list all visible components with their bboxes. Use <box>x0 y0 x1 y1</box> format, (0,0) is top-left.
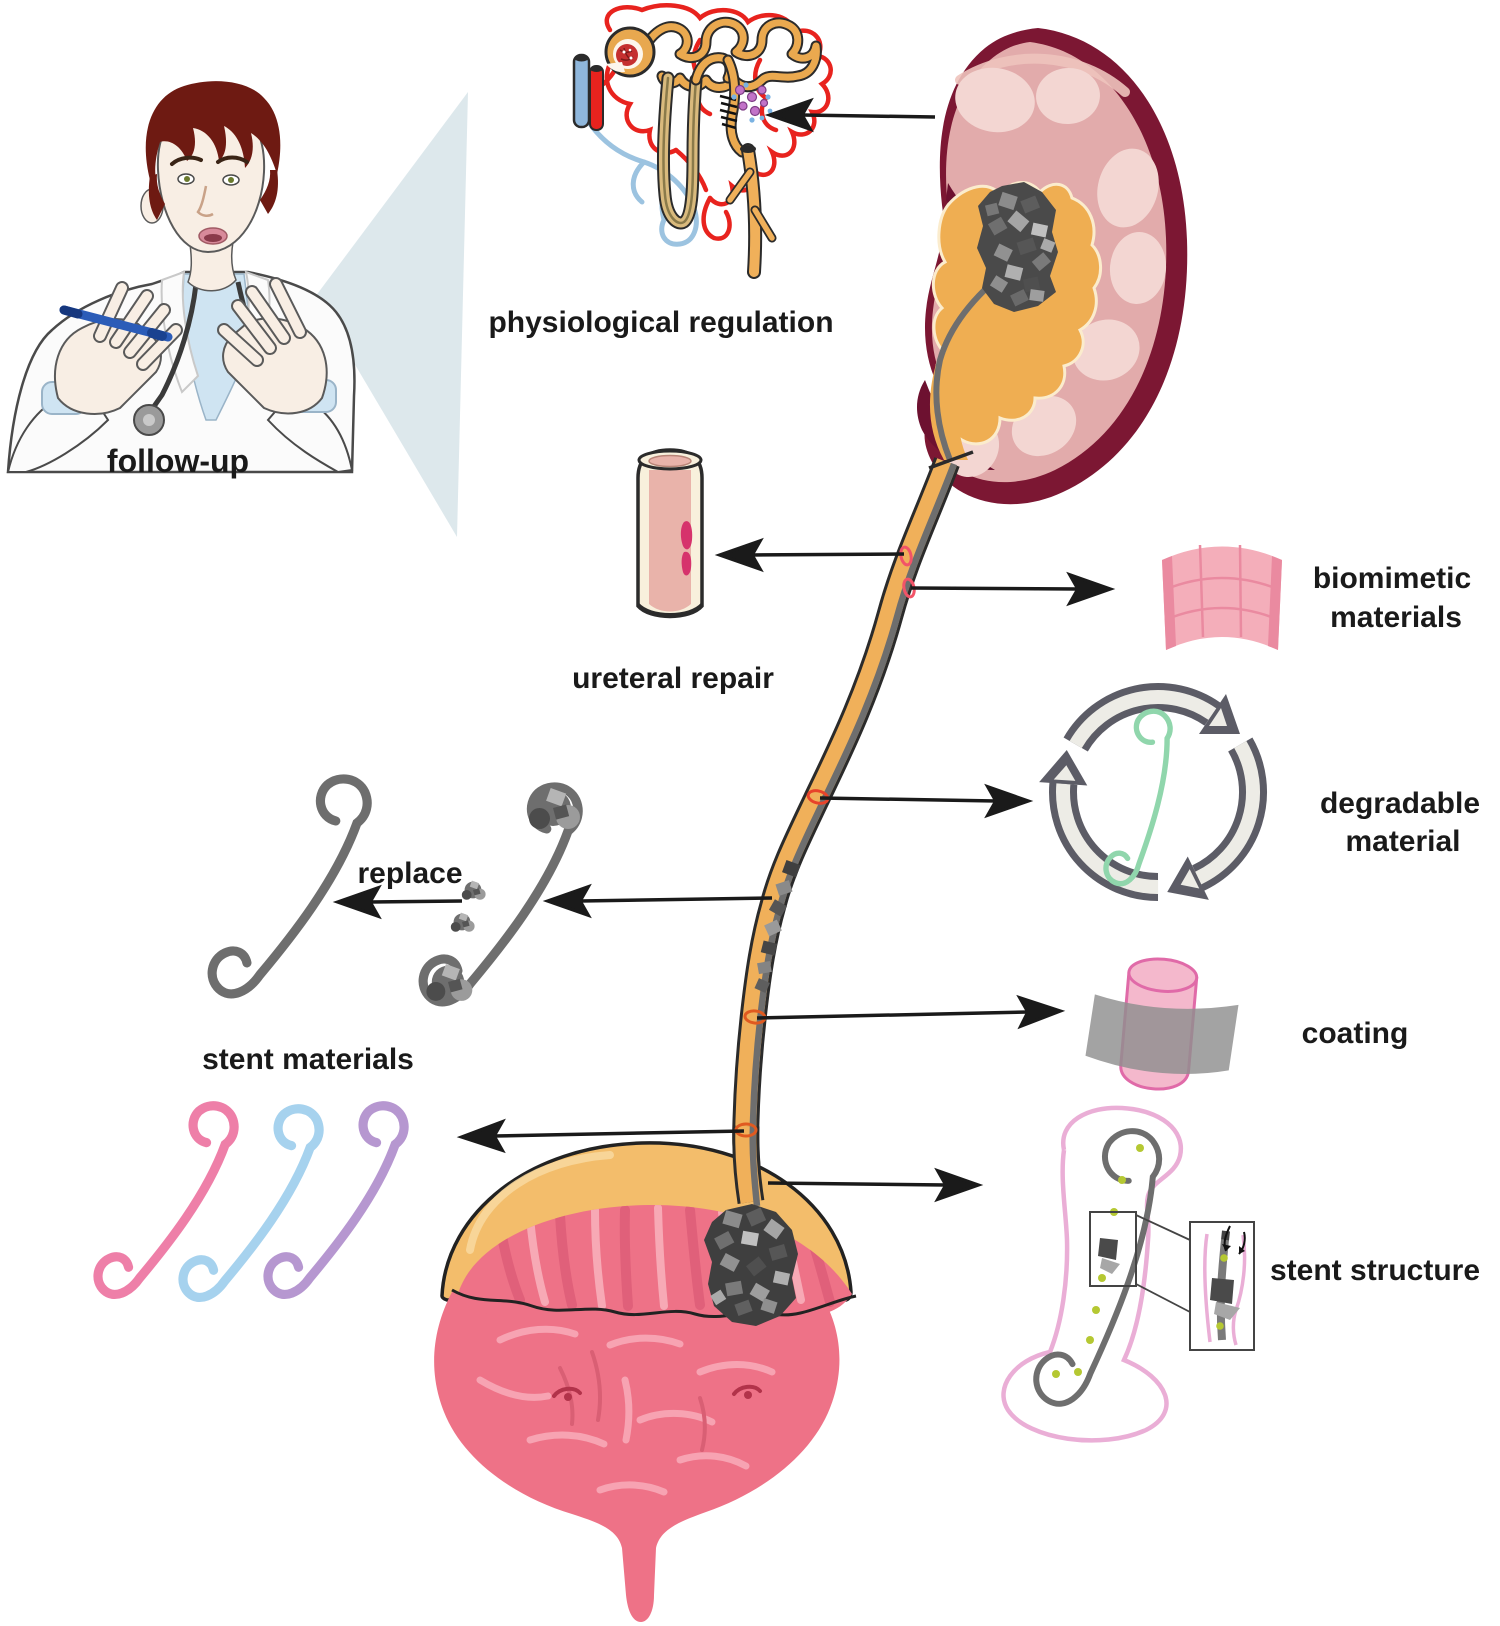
bladder-stone <box>704 1204 798 1326</box>
arrow-to-encrusted-stent <box>542 883 773 919</box>
doctor-left-hand <box>41 281 183 415</box>
coating-band-icon <box>1085 957 1239 1091</box>
arrow-to-biomimetic <box>910 571 1116 607</box>
arrow-to-ureteral-repair <box>714 537 905 573</box>
arrow-to-stent-structure <box>767 1167 984 1203</box>
bladder-rim-line <box>451 1288 857 1318</box>
secretion-site <box>719 82 773 130</box>
kidney-stone <box>977 182 1058 312</box>
glomerulus <box>604 26 656 78</box>
hair <box>145 81 281 180</box>
doctor-icon <box>6 81 356 474</box>
bladder-body <box>434 1289 840 1622</box>
anti-reflux-valve <box>1098 1238 1120 1274</box>
arrow-kidney-to-nephron <box>764 97 936 133</box>
pink-stent <box>84 1104 248 1296</box>
arrow-to-coating <box>756 994 1066 1030</box>
vessel-rods <box>572 53 604 131</box>
new-clean-stent <box>196 777 383 995</box>
label-biomimetic-line2: materials <box>1330 601 1462 634</box>
label-stent-structure: stent structure <box>1270 1254 1480 1287</box>
stent-structure-group <box>966 1105 1255 1443</box>
stent-materials-group <box>84 1104 418 1299</box>
ureter-icon <box>732 450 974 1199</box>
stent-encrustation-in-ureter <box>754 859 801 994</box>
label-replace: replace <box>357 857 462 890</box>
inset-zoom-icon <box>1189 1221 1255 1351</box>
renal-pelvis <box>931 181 1102 446</box>
label-physiological-regulation: physiological regulation <box>488 306 833 339</box>
collecting-duct <box>725 143 777 279</box>
grid-patch-icon <box>1162 544 1282 650</box>
nephron-icon <box>572 3 833 279</box>
structured-stent <box>966 1124 1228 1410</box>
label-degradable-line2: material <box>1345 825 1460 858</box>
repair-tube-icon <box>636 448 704 619</box>
callout-triangle <box>315 92 468 537</box>
label-ureteral-repair: ureteral repair <box>572 662 774 695</box>
arrow-to-stent-materials <box>456 1118 745 1154</box>
connector-arrows <box>332 97 1116 1203</box>
ureter-outline-pink <box>1001 1105 1184 1443</box>
arrow-replace <box>332 884 463 920</box>
site-marker-repair <box>899 545 913 567</box>
doctor-right-hand <box>217 277 337 415</box>
indwelling-stent <box>749 462 958 1199</box>
label-stent-materials: stent materials <box>202 1043 414 1076</box>
label-biomimetic-line1: biomimetic <box>1313 562 1471 595</box>
ureteral-orifices <box>552 1384 762 1401</box>
hormone-dots <box>731 82 773 123</box>
label-degradable-line1: degradable <box>1320 787 1480 820</box>
pen-icon <box>59 305 173 342</box>
kidney-icon <box>916 28 1188 505</box>
stent-replacement-group <box>196 777 594 1003</box>
inset-source-box <box>1089 1211 1137 1287</box>
label-follow-up: follow-up <box>107 443 249 479</box>
bladder-icon <box>434 1125 857 1622</box>
arrow-to-degradable <box>819 783 1034 819</box>
ureteral-lesion <box>680 521 693 550</box>
recycle-icon <box>1032 683 1284 912</box>
label-coating: coating <box>1302 1017 1409 1050</box>
